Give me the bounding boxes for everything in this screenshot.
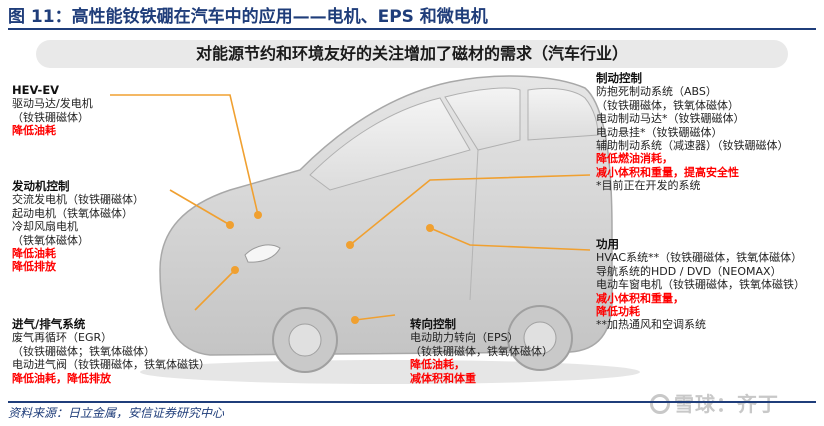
- callout-brake-benefit: 降低燃油消耗，: [596, 152, 673, 166]
- callout-brake-line: 防抱死制动系统（ABS）: [596, 85, 717, 99]
- callout-engine-line: 起动电机（铁氧体磁体）: [12, 206, 133, 220]
- callout-steering-line: （钕铁硼磁体，铁氧体磁体）: [410, 344, 553, 358]
- callout-brake-benefit: 减小体积和重量，提高安全性: [596, 165, 739, 179]
- callout-intake-title: 进气/排气系统: [12, 317, 86, 331]
- callout-line-steering: [354, 314, 396, 321]
- callout-function-benefit: 降低功耗: [596, 305, 640, 319]
- callout-function-line: HVAC系统**（钕铁硼磁体，铁氧体磁体）: [596, 251, 803, 265]
- callout-line-hev: [110, 94, 259, 216]
- car-side-window-rear: [527, 87, 599, 141]
- callout-steering-benefit: 降低油耗，: [410, 358, 465, 372]
- callout-function-title: 功用: [596, 237, 619, 251]
- callout-engine-line: 交流发电机（钕铁硼磁体）: [12, 193, 144, 207]
- callout-brake-line: 辅助制动系统（减速器）（钕铁硼磁体）: [596, 139, 789, 153]
- callout-function-line: 导航系统的HDD / DVD（NEOMAX）: [596, 264, 782, 278]
- callout-hev-benefit: 降低油耗: [12, 124, 56, 138]
- callout-steering-benefit: 减体积和体重: [410, 371, 476, 385]
- callout-brake-line: （钕铁硼磁体，铁氧体磁体）: [596, 98, 739, 112]
- callout-engine-benefit: 降低排放: [12, 260, 56, 274]
- callout-engine-line: 冷却风扇电机: [12, 220, 78, 234]
- car-side-window-front: [444, 87, 521, 151]
- car-headlight: [244, 244, 281, 263]
- figure-title: 图 11：高性能钕铁硼在汽车中的应用——电机、EPS 和微电机: [8, 6, 816, 30]
- callout-brake-title: 制动控制: [596, 71, 642, 85]
- callout-steering-line: 电动助力转向（EPS）: [410, 331, 519, 345]
- watermark-text: 雪球：齐丁: [674, 392, 779, 416]
- callout-hev-line: 驱动马达/发电机: [12, 97, 93, 111]
- callout-hev: HEV-EV 驱动马达/发电机 （钕铁硼磁体） 降低油耗: [12, 83, 93, 138]
- callout-steering-title: 转向控制: [410, 317, 456, 331]
- callout-hev-line: （钕铁硼磁体）: [12, 110, 89, 124]
- callout-dots: [226, 211, 434, 324]
- callout-function-note: **加热通风和空调系统: [596, 318, 706, 332]
- callout-engine-title: 发动机控制: [12, 179, 70, 193]
- callout-brake-line: 电动制动马达*（钕铁硼磁体）: [596, 112, 745, 126]
- callout-brake-line: 电动悬挂*（钕铁硼磁体）: [596, 125, 723, 139]
- callout-function-line: 电动车窗电机（钕铁硼磁体，铁氧体磁铁）: [596, 278, 805, 292]
- banner-heading: 对能源节约和环境友好的关注增加了磁材的需求（汽车行业）: [36, 40, 788, 68]
- callout-engine-line: （铁氧体磁体）: [12, 233, 89, 247]
- callout-intake: 进气/排气系统 废气再循环（EGR） （钕铁硼磁体；铁氧体磁体） 电动进气阀（钕…: [12, 317, 210, 385]
- callout-brake-note: *目前正在开发的系统: [596, 179, 701, 193]
- snowball-logo-icon: [650, 394, 670, 414]
- callout-line-brake: [349, 174, 591, 246]
- callout-intake-benefit: 降低油耗，降低排放: [12, 371, 111, 385]
- callout-line-intake: [194, 269, 236, 311]
- callout-function: 功用 HVAC系统**（钕铁硼磁体，铁氧体磁体） 导航系统的HDD / DVD（…: [596, 237, 805, 332]
- callout-brake: 制动控制 防抱死制动系统（ABS） （钕铁硼磁体，铁氧体磁体） 电动制动马达*（…: [596, 71, 789, 193]
- callout-lines: [110, 94, 591, 321]
- callout-line-engine: [169, 189, 231, 226]
- callout-intake-line: 电动进气阀（钕铁硼磁体，铁氧体磁铁）: [12, 358, 210, 372]
- callout-hev-title: HEV-EV: [12, 83, 60, 97]
- callout-intake-line: （钕铁硼磁体；铁氧体磁体）: [12, 344, 155, 358]
- watermark: 雪球：齐丁: [650, 388, 779, 417]
- car-windshield: [309, 97, 471, 191]
- callout-line-function: [429, 227, 591, 251]
- callout-steering: 转向控制 电动助力转向（EPS） （钕铁硼磁体，铁氧体磁体） 降低油耗， 减体积…: [410, 317, 553, 385]
- callout-intake-line: 废气再循环（EGR）: [12, 331, 113, 345]
- callout-function-benefit: 减小体积和重量，: [596, 291, 684, 305]
- source-note: 资料来源：日立金属，安信证券研究中心: [8, 401, 816, 423]
- callout-engine: 发动机控制 交流发电机（钕铁硼磁体） 起动电机（铁氧体磁体） 冷却风扇电机 （铁…: [12, 179, 144, 274]
- car-shadow: [140, 360, 640, 384]
- callout-engine-benefit: 降低油耗: [12, 247, 56, 261]
